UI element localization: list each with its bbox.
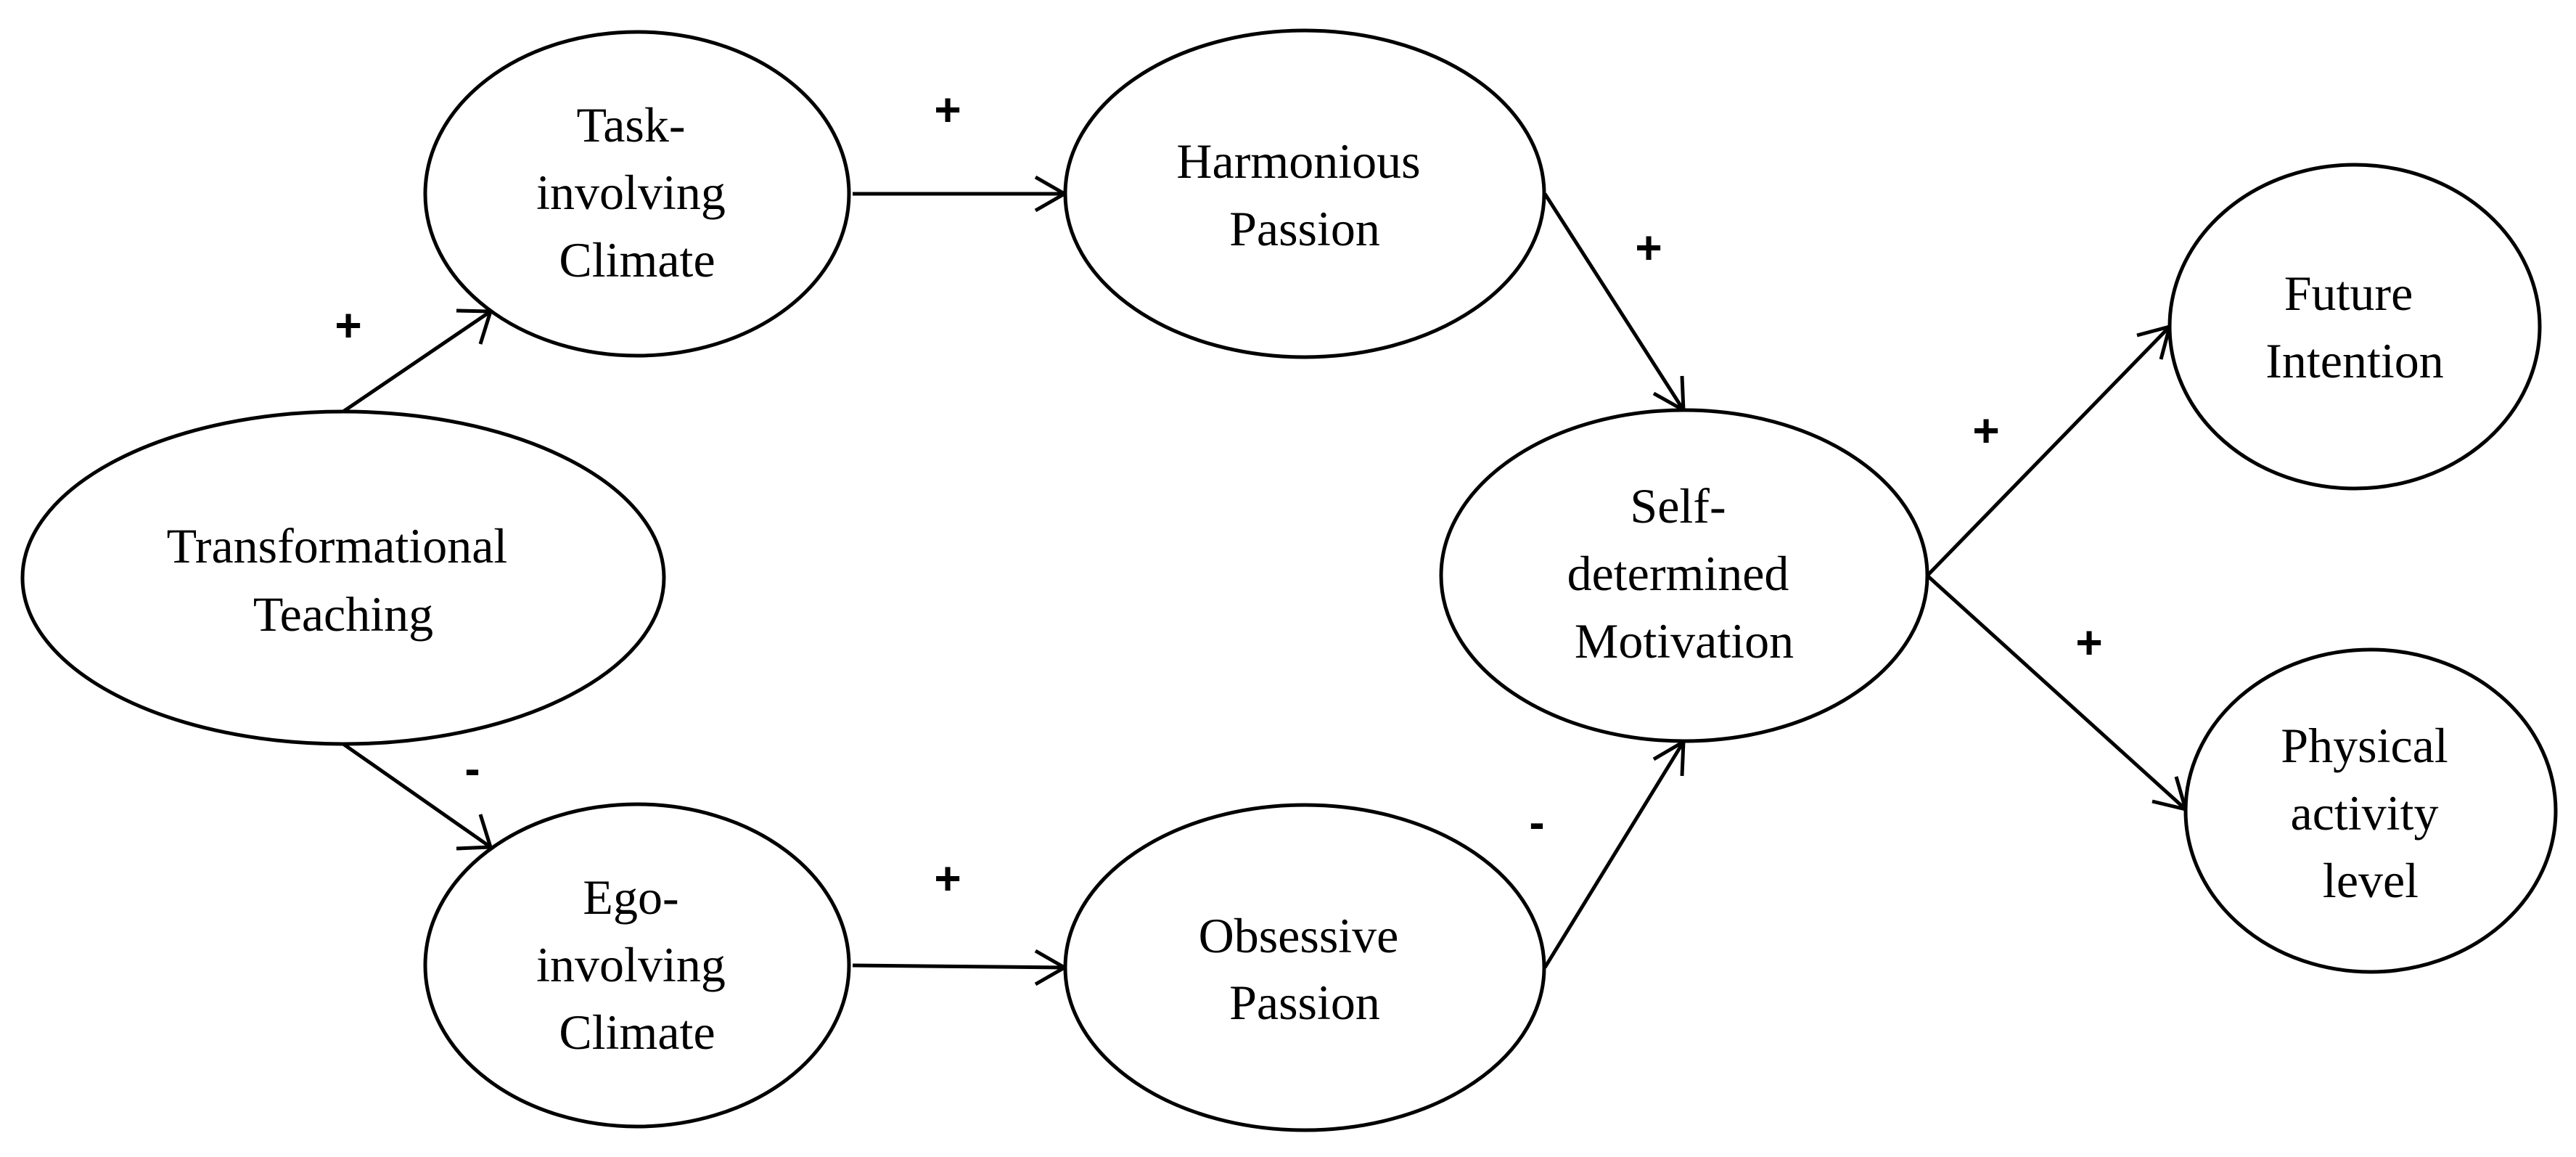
- svg-text:Transformational Teachin: Transformational Teaching: [167, 518, 520, 642]
- node-label-line: determined: [1567, 546, 1789, 601]
- node-label-line: involving: [536, 937, 726, 992]
- node-transformational-teaching: Transformational Teaching: [20, 409, 666, 746]
- edge-transformational-to-task: [342, 308, 493, 414]
- node-obsessive-passion: Obsessive Passion: [1063, 803, 1546, 1132]
- edge-obsessive-to-motivation: [1543, 738, 1686, 969]
- node-label-line: Transformational: [167, 518, 508, 573]
- sign-obsessive-to-motivation: -: [1529, 796, 1544, 849]
- sign-ego-to-obsessive: +: [934, 852, 961, 904]
- node-harmonious-passion: Harmonious Passion: [1063, 28, 1546, 359]
- node-label-line: Ego-: [583, 870, 678, 925]
- sign-transformational-to-task: +: [335, 299, 361, 351]
- node-label-line: Teaching: [253, 586, 433, 642]
- svg-text:Harmonious Passion: Harmonious Passion: [1176, 134, 1432, 256]
- svg-text:Physical activity: Physical activity level: [2281, 718, 2460, 908]
- node-task-involving-climate: Task- involving Climate: [423, 30, 851, 358]
- edge-harmonious-to-motivation: [1543, 192, 1686, 414]
- node-label-line: involving: [536, 165, 726, 220]
- edge-motivation-to-future-intention: [1926, 324, 2173, 577]
- svg-text:Obsessive Passion: Obsessive Passion: [1199, 908, 1411, 1030]
- sign-task-to-harmonious: +: [934, 83, 961, 136]
- edge-ego-to-obsessive: [852, 949, 1069, 986]
- node-label-line: Motivation: [1575, 613, 1794, 669]
- node-label-line: Climate: [559, 232, 715, 287]
- node-label-line: Harmonious: [1176, 134, 1420, 189]
- sign-transformational-to-ego: -: [464, 743, 480, 795]
- node-label-line: Future: [2284, 266, 2413, 321]
- node-physical-activity-level: Physical activity level: [2183, 647, 2558, 974]
- node-ego-involving-climate: Ego- involving Climate: [423, 802, 851, 1129]
- node-label-line: Intention: [2265, 333, 2444, 388]
- svg-text:Ego- involving Cli: Ego- involving Climate: [536, 870, 738, 1060]
- edge-task-to-harmonious: [853, 175, 1069, 213]
- node-label-line: Passion: [1229, 201, 1380, 256]
- node-label-line: Obsessive: [1199, 908, 1399, 963]
- node-label-line: Passion: [1229, 975, 1380, 1030]
- node-label-line: activity: [2291, 785, 2439, 841]
- node-label-line: Physical: [2281, 718, 2448, 773]
- svg-text:Future Intention: Future Intention: [2265, 266, 2444, 388]
- sign-motivation-to-future-intention: +: [1972, 404, 1999, 457]
- edge-motivation-to-physical-activity: [1926, 574, 2189, 812]
- svg-text:Task- involving Cl: Task- involving Climate: [536, 97, 738, 287]
- node-label-line: Task-: [576, 97, 685, 152]
- node-label-line: Climate: [559, 1005, 715, 1060]
- sign-motivation-to-physical-activity: +: [2075, 616, 2102, 669]
- svg-text:Self- determined M: Self- determined Motivation: [1567, 478, 1802, 669]
- node-label-line: level: [2323, 853, 2419, 908]
- node-future-intention: Future Intention: [2167, 163, 2542, 491]
- node-label-line: Self-: [1630, 478, 1726, 533]
- sign-harmonious-to-motivation: +: [1635, 221, 1662, 274]
- node-self-determined-motivation: Self- determined Motivation: [1439, 408, 1929, 743]
